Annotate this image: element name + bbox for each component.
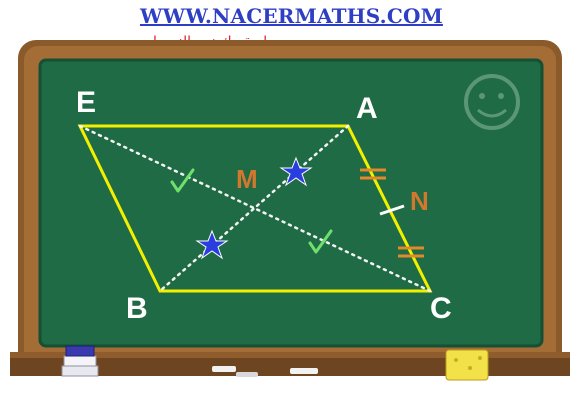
chalk-icon <box>212 366 318 377</box>
check-mark-icon <box>308 229 333 254</box>
smiley-icon <box>464 74 520 130</box>
site-url-link[interactable]: WWW.NACERMATHS.COM <box>140 4 443 28</box>
tick-marks-an <box>360 168 386 180</box>
star-icon <box>279 156 313 187</box>
sponge-icon <box>445 349 489 381</box>
check-mark-icon <box>170 168 195 193</box>
label-point-b: B <box>126 292 148 325</box>
tick-marks-nc <box>398 246 424 258</box>
midpoint-n-mark <box>379 204 405 216</box>
books-icon <box>61 345 99 377</box>
label-point-m: M <box>236 164 258 194</box>
label-point-e: E <box>76 86 96 119</box>
star-icon <box>195 229 229 260</box>
diagonal-ab <box>158 124 350 293</box>
board-surface <box>40 60 542 346</box>
label-point-a: A <box>356 92 378 125</box>
label-point-n: N <box>410 186 429 216</box>
chalk-tray-top <box>10 352 570 358</box>
diagonal-ec <box>78 124 432 293</box>
label-point-c: C <box>430 292 452 325</box>
board-surface-edge <box>38 58 544 348</box>
